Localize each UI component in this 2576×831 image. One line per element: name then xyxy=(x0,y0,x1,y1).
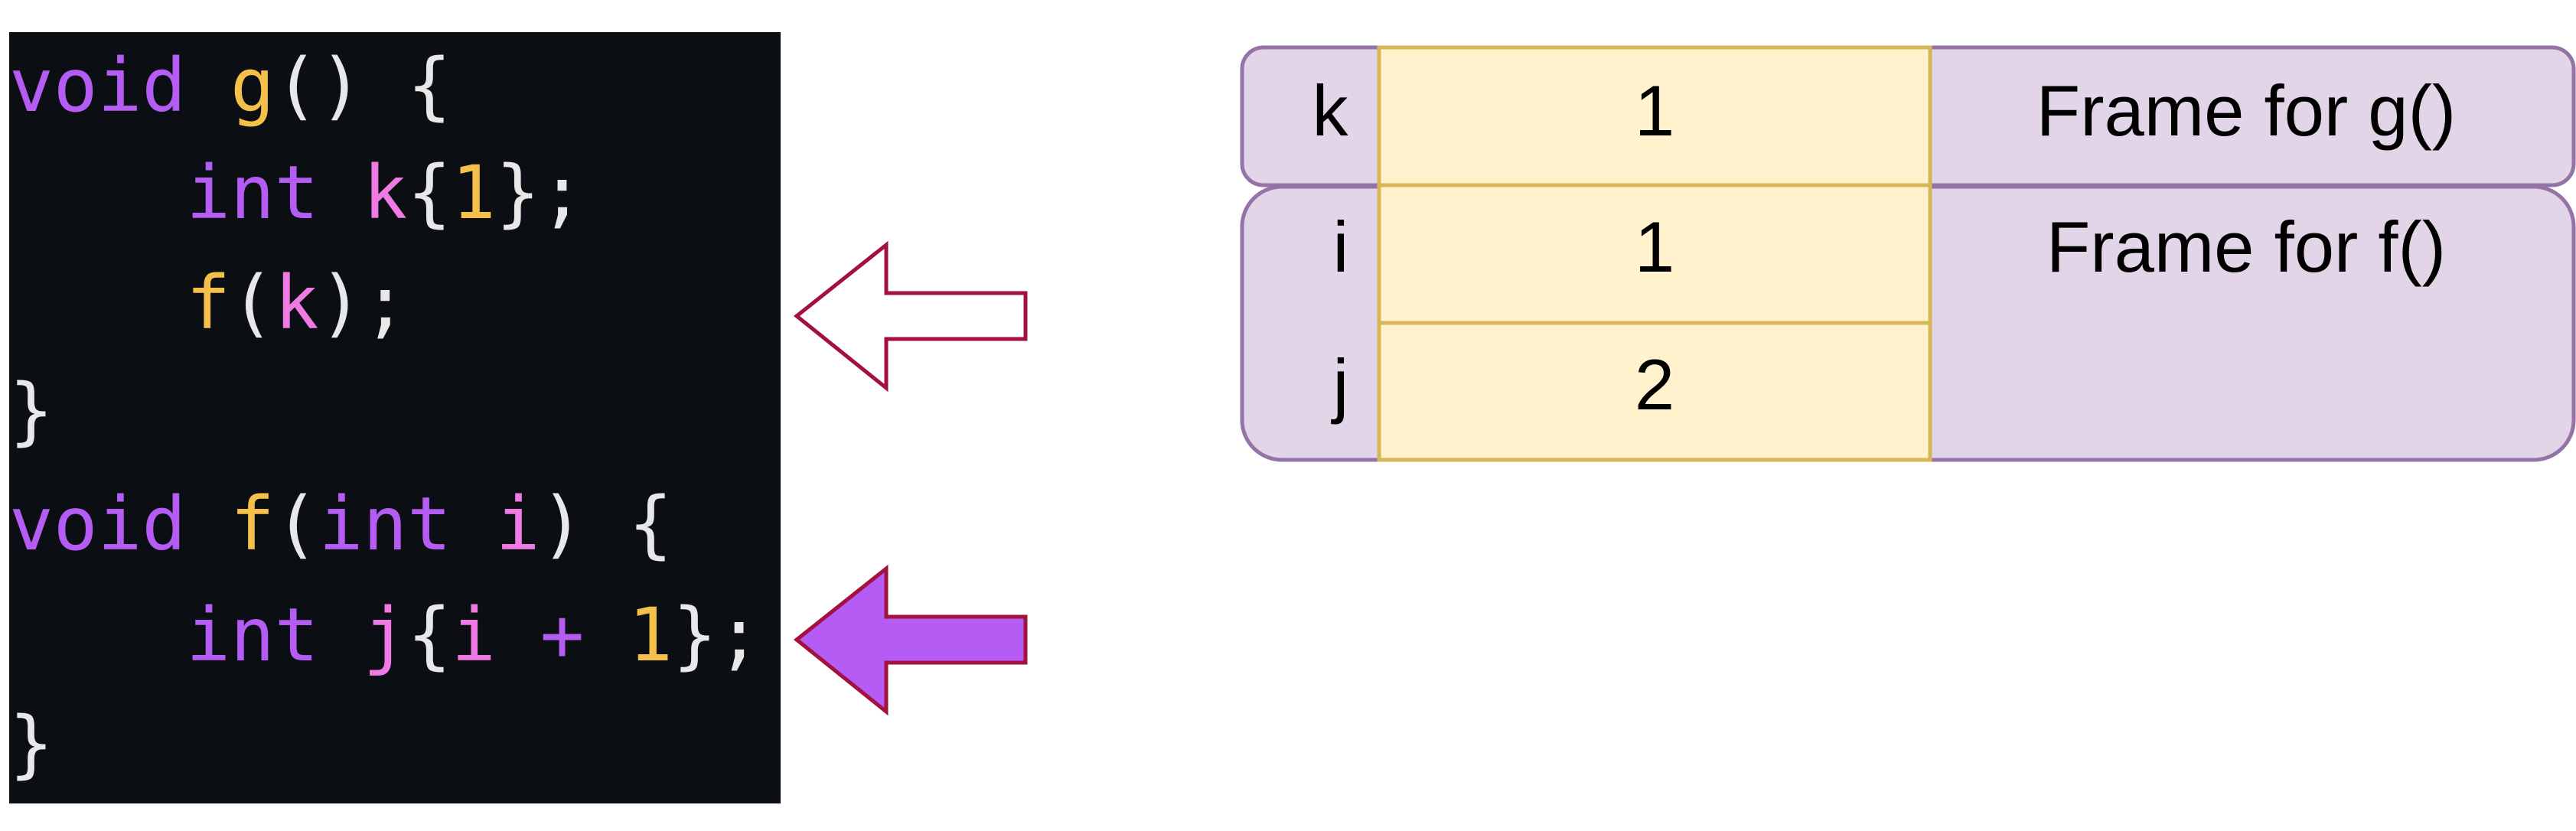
var-value-i: 1 xyxy=(1635,207,1674,287)
code-line: int j{i + 1}; xyxy=(9,582,761,689)
code-token: ); xyxy=(318,260,408,346)
var-name-i: i xyxy=(1333,207,1349,287)
code-token: { xyxy=(407,592,452,678)
code-token: k xyxy=(274,260,319,346)
code-token: i xyxy=(495,481,540,567)
code-token: int xyxy=(318,481,452,567)
var-name-j: j xyxy=(1331,344,1349,425)
code-token: int xyxy=(186,592,319,678)
frame-f-label: Frame for f() xyxy=(2046,207,2446,287)
code-token: i xyxy=(451,592,496,678)
code-token: 1 xyxy=(451,150,496,236)
code-line: void f(int i) { xyxy=(9,471,673,578)
code-line: } xyxy=(9,357,54,464)
code-panel: void g() { int k{1}; f(k); } void f(int … xyxy=(9,32,781,803)
code-line: int k{1}; xyxy=(9,139,584,246)
code-token: ( xyxy=(274,481,319,567)
code-token: + xyxy=(540,592,585,678)
code-token: g xyxy=(230,43,275,129)
var-value-k: 1 xyxy=(1635,70,1674,151)
code-token: ) { xyxy=(540,481,673,567)
current-line-arrow xyxy=(793,564,1028,716)
code-token: 1 xyxy=(628,592,673,678)
code-token: j xyxy=(363,592,408,678)
code-token: } xyxy=(9,701,54,787)
code-token: ( xyxy=(230,260,275,346)
code-token: f xyxy=(230,481,275,567)
code-line: f(k); xyxy=(9,249,407,357)
code-token: f xyxy=(186,260,230,346)
value-cell-j xyxy=(1377,321,1932,462)
frame-g-label: Frame for g() xyxy=(2036,70,2456,151)
code-token: } xyxy=(9,368,54,454)
code-line: } xyxy=(9,690,54,797)
code-token: }; xyxy=(495,150,585,236)
var-name-k: k xyxy=(1312,70,1349,151)
call-line-arrow xyxy=(793,240,1028,393)
code-token: void xyxy=(9,481,187,567)
var-value-j: 2 xyxy=(1635,344,1674,425)
code-token: () { xyxy=(274,43,452,129)
code-token: { xyxy=(407,150,452,236)
code-token: k xyxy=(363,150,408,236)
code-token: void xyxy=(9,43,187,129)
value-cell-k xyxy=(1377,45,1932,187)
code-line: void g() { xyxy=(9,32,452,139)
code-token: int xyxy=(186,150,319,236)
code-token: }; xyxy=(672,592,761,678)
